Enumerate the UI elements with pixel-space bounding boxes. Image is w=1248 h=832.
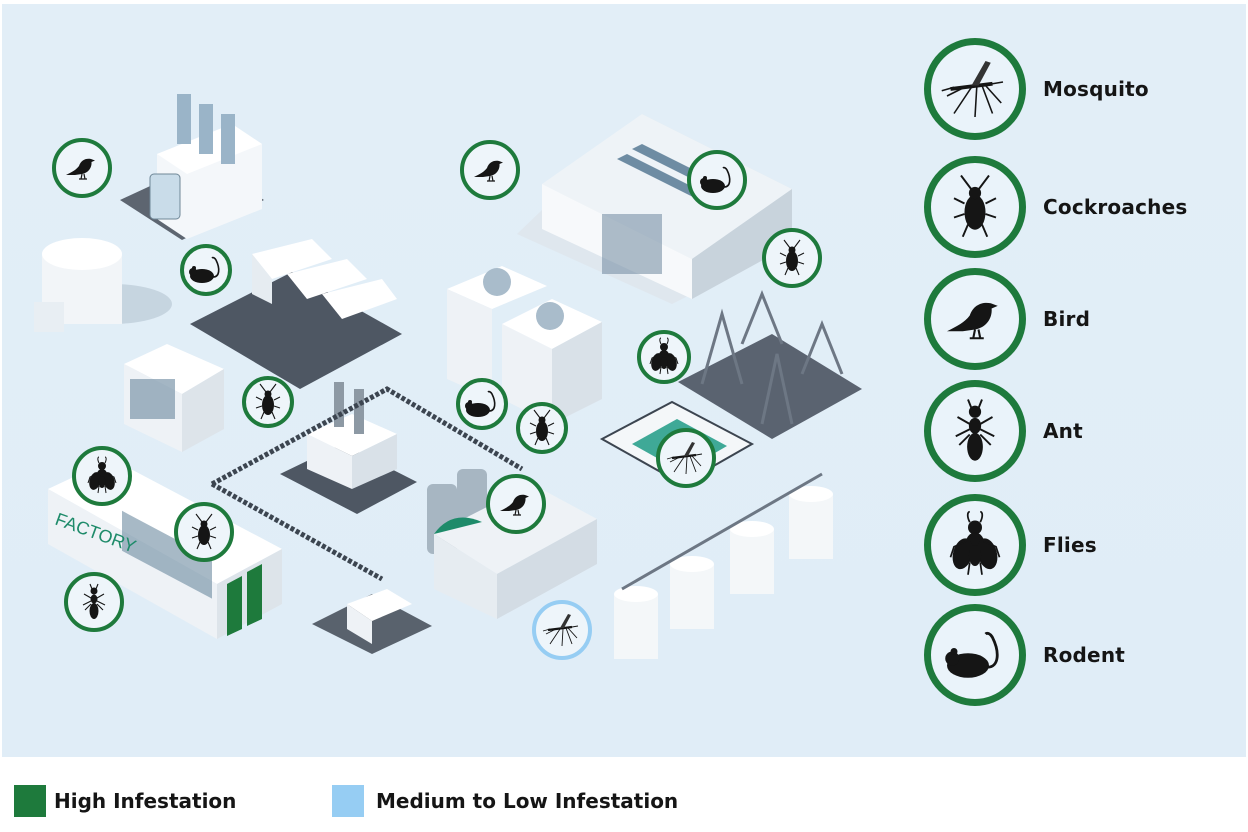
- key-medium-low-infestation: Medium to Low Infestation: [332, 785, 678, 817]
- silos: [614, 472, 833, 659]
- small-plant: [210, 382, 524, 582]
- marker-cockroach-high[interactable]: [242, 376, 294, 428]
- marker-cockroach-high[interactable]: [516, 402, 568, 454]
- cooling-tower-buildings: [447, 266, 602, 424]
- bird-icon: [470, 150, 510, 190]
- pest-label: Cockroaches: [1043, 195, 1188, 219]
- infestation-key: High Infestation Medium to Low Infestati…: [0, 757, 1248, 832]
- marker-bird-high[interactable]: [486, 474, 546, 534]
- pest-legend-flies: Flies: [924, 494, 1097, 596]
- loading-docks: [190, 239, 402, 389]
- key-high-infestation: High Infestation: [14, 785, 236, 817]
- marker-fly-high[interactable]: [637, 330, 691, 384]
- facility-map: FACTORY: [2, 4, 1246, 757]
- marker-rodent-high[interactable]: [687, 150, 747, 210]
- key-label: Medium to Low Infestation: [376, 789, 679, 813]
- mosquito-icon: [542, 610, 582, 650]
- marker-ant-high[interactable]: [64, 572, 124, 632]
- cockroach-icon: [522, 408, 562, 448]
- swatch-high: [14, 785, 46, 817]
- bird-icon: [496, 484, 536, 524]
- cockroach-icon: [248, 382, 288, 422]
- marker-bird-high[interactable]: [52, 138, 112, 198]
- pest-legend-rodent: Rodent: [924, 604, 1125, 706]
- marker-mosquito-medium-low[interactable]: [532, 600, 592, 660]
- cockroach-icon: [772, 238, 812, 278]
- rodent-icon: [462, 384, 502, 424]
- ant-icon: [74, 582, 114, 622]
- marker-cockroach-high[interactable]: [174, 502, 234, 562]
- marker-mosquito-high[interactable]: [656, 428, 716, 488]
- marker-rodent-high[interactable]: [180, 244, 232, 296]
- power-plant: [120, 94, 264, 240]
- pest-label: Rodent: [1043, 643, 1126, 667]
- pest-legend-cockroaches: Cockroaches: [924, 156, 1187, 258]
- marker-fly-high[interactable]: [72, 446, 132, 506]
- pest-label: Mosquito: [1043, 77, 1149, 101]
- pest-label: Flies: [1043, 533, 1097, 557]
- fly-icon: [644, 337, 684, 377]
- mosquito-icon: [666, 438, 706, 478]
- pest-label: Bird: [1043, 307, 1091, 331]
- pest-legend-bird: Bird: [924, 268, 1090, 370]
- rodent-icon: [697, 160, 737, 200]
- warehouse: [517, 114, 792, 304]
- cockroach-icon: [940, 172, 1010, 242]
- cockroach-icon: [184, 512, 224, 552]
- pest-legend-mosquito: Mosquito: [924, 38, 1149, 140]
- rodent-icon: [940, 620, 1010, 690]
- bird-icon: [62, 148, 102, 188]
- mosquito-icon: [940, 54, 1010, 124]
- ant-icon: [940, 396, 1010, 466]
- storage-tank: [34, 238, 172, 332]
- swatch-medium-low: [332, 785, 364, 817]
- key-label: High Infestation: [54, 789, 237, 813]
- fly-icon: [940, 510, 1010, 580]
- pest-label: Ant: [1043, 419, 1083, 443]
- small-shed: [312, 589, 432, 654]
- electrical-substation: [678, 289, 862, 439]
- rodent-icon: [186, 250, 226, 290]
- marker-rodent-high[interactable]: [456, 378, 508, 430]
- office-building: [124, 344, 224, 452]
- pest-legend-ant: Ant: [924, 380, 1083, 482]
- bird-icon: [940, 284, 1010, 354]
- marker-bird-high[interactable]: [460, 140, 520, 200]
- marker-cockroach-high[interactable]: [762, 228, 822, 288]
- fly-icon: [82, 456, 122, 496]
